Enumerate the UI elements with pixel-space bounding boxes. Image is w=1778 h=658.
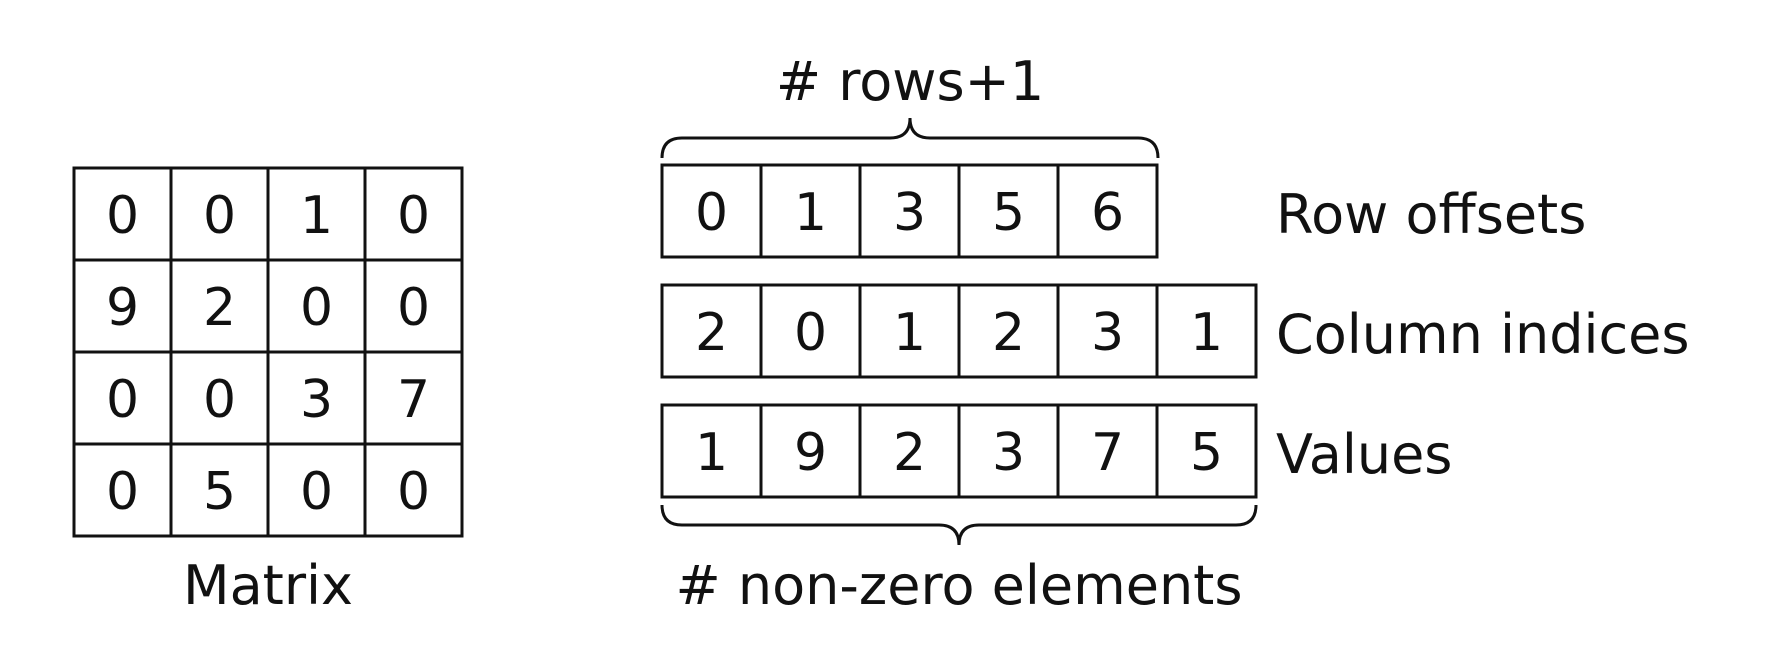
array-labels: Row offsets Column indices Values bbox=[1276, 183, 1690, 486]
top-brace-label: # rows+1 bbox=[776, 50, 1044, 113]
values-cell: 2 bbox=[893, 423, 926, 483]
column-indices-cell: 3 bbox=[1091, 303, 1124, 363]
row-offsets-cell: 5 bbox=[992, 183, 1025, 243]
values-array: 1 9 2 3 7 5 bbox=[660, 403, 1258, 499]
matrix-cell: 0 bbox=[106, 186, 139, 246]
matrix-cell: 0 bbox=[300, 462, 333, 522]
values-cell: 9 bbox=[794, 423, 827, 483]
csr-arrays: 0 1 3 5 6 2 0 1 2 3 1 1 9 2 3 7 5 bbox=[660, 163, 1258, 499]
column-indices-cell: 1 bbox=[893, 303, 926, 363]
values-cell: 3 bbox=[992, 423, 1025, 483]
bottom-brace-group: # non-zero elements bbox=[660, 504, 1258, 617]
bottom-brace-label: # non-zero elements bbox=[676, 554, 1243, 617]
row-offsets-cell-border bbox=[1056, 163, 1159, 259]
matrix-grid: 0 0 1 0 9 2 0 0 0 0 3 7 0 5 0 0 bbox=[72, 166, 464, 538]
row-offsets-cell: 0 bbox=[695, 183, 728, 243]
matrix-cell: 9 bbox=[106, 278, 139, 338]
matrix-cell: 1 bbox=[300, 186, 333, 246]
row-offsets-cell: 1 bbox=[794, 183, 827, 243]
matrix-cell: 0 bbox=[203, 370, 236, 430]
matrix-cell: 0 bbox=[106, 462, 139, 522]
matrix-cell: 5 bbox=[203, 462, 236, 522]
matrix-group: 0 0 1 0 9 2 0 0 0 0 3 7 0 5 0 0 Matrix bbox=[72, 166, 464, 617]
matrix-cell: 3 bbox=[300, 370, 333, 430]
matrix-cell: 0 bbox=[397, 462, 430, 522]
row-offsets-array: 0 1 3 5 6 bbox=[660, 163, 1159, 259]
column-indices-cell: 0 bbox=[794, 303, 827, 363]
values-cell: 7 bbox=[1091, 423, 1124, 483]
row-offsets-cell: 6 bbox=[1091, 183, 1124, 243]
matrix-cell: 0 bbox=[203, 186, 236, 246]
matrix-cell: 0 bbox=[300, 278, 333, 338]
matrix-caption: Matrix bbox=[183, 554, 353, 617]
matrix-cell: 0 bbox=[397, 186, 430, 246]
column-indices-cell: 1 bbox=[1190, 303, 1223, 363]
column-indices-array: 2 0 1 2 3 1 bbox=[660, 283, 1258, 379]
values-cell-border bbox=[1155, 403, 1258, 499]
column-indices-label: Column indices bbox=[1276, 303, 1690, 366]
row-offsets-cell: 3 bbox=[893, 183, 926, 243]
column-indices-cell-border bbox=[1155, 283, 1258, 379]
matrix-cell-border bbox=[363, 442, 464, 538]
top-brace-group: # rows+1 bbox=[660, 50, 1160, 159]
matrix-cell: 2 bbox=[203, 278, 236, 338]
top-brace bbox=[660, 117, 1160, 159]
matrix-cell: 7 bbox=[397, 370, 430, 430]
values-label: Values bbox=[1276, 423, 1452, 486]
values-cell: 5 bbox=[1190, 423, 1223, 483]
matrix-cell: 0 bbox=[106, 370, 139, 430]
column-indices-cell: 2 bbox=[992, 303, 1025, 363]
values-cell: 1 bbox=[695, 423, 728, 483]
matrix-cell: 0 bbox=[397, 278, 430, 338]
bottom-brace bbox=[660, 504, 1258, 546]
row-offsets-label: Row offsets bbox=[1276, 183, 1586, 246]
column-indices-cell: 2 bbox=[695, 303, 728, 363]
